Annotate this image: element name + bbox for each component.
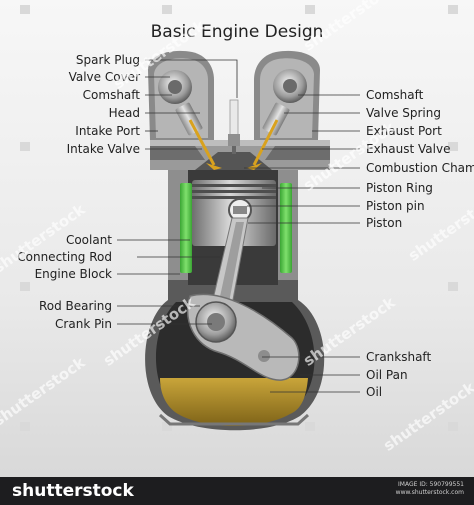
- label-oil: Oil: [366, 385, 383, 399]
- label-intake-port: Intake Port: [75, 124, 140, 138]
- label-head: Head: [108, 106, 140, 120]
- label-crankshaft: Crankshaft: [366, 350, 432, 364]
- spark-plug: [228, 99, 240, 154]
- label-camshaft-left: Comshaft: [82, 88, 140, 102]
- intake-valve: [175, 102, 222, 170]
- label-camshaft-right: Comshaft: [366, 88, 424, 102]
- label-valve-spring: Valve Spring: [366, 106, 441, 120]
- valve-cover-left: [148, 50, 214, 141]
- oil-fill: [160, 378, 308, 426]
- label-crank-pin: Crank Pin: [55, 317, 112, 331]
- label-rod-bearing: Rod Bearing: [38, 299, 112, 313]
- label-combustion-chamber: Combustion Chamber: [366, 161, 474, 175]
- footer-brand: shutterstock: [12, 481, 134, 501]
- footer-image-info: IMAGE ID: 590799551 www.shutterstock.com: [396, 481, 464, 497]
- leader-lines: [117, 59, 360, 393]
- label-intake-valve: Intake Valve: [66, 142, 140, 156]
- label-coolant: Coolant: [65, 233, 112, 247]
- coolant-channel-left: [180, 183, 192, 273]
- label-piston-ring: Piston Ring: [366, 181, 433, 195]
- label-valve-cover: Valve Cover: [68, 70, 140, 84]
- label-spark-plug: Spark Plug: [75, 53, 140, 67]
- label-piston: Piston: [366, 216, 403, 230]
- label-piston-pin: Piston pin: [366, 199, 425, 213]
- diagram-title: Basic Engine Design: [150, 22, 324, 42]
- label-exhaust-port: Exhaust Port: [366, 124, 442, 138]
- footer-bar: shutterstock IMAGE ID: 590799551 www.shu…: [0, 477, 474, 505]
- footer-image-id: IMAGE ID: 590799551: [398, 481, 464, 488]
- label-connecting-rod: Connecting Rod: [17, 250, 112, 264]
- background-grid-marks: [20, 5, 458, 431]
- footer-site: www.shutterstock.com: [395, 489, 464, 496]
- coolant-channel-right: [280, 183, 292, 273]
- piston: [192, 180, 276, 246]
- label-exhaust-valve: Exhaust Valve: [366, 142, 451, 156]
- crank-pin: [207, 313, 225, 331]
- label-oil-pan: Oil Pan: [366, 368, 408, 382]
- crankshaft: [187, 293, 300, 381]
- label-engine-block: Engine Block: [34, 267, 112, 281]
